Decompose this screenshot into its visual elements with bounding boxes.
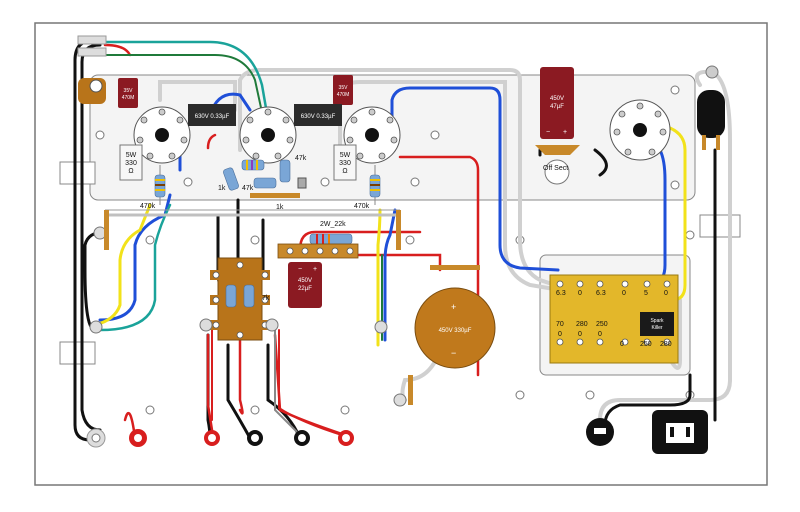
pilot-lamp xyxy=(705,65,719,79)
svg-text:+: + xyxy=(451,302,456,312)
svg-text:0: 0 xyxy=(578,290,582,297)
svg-text:470k: 470k xyxy=(140,203,156,210)
resistor-470k-right: 470k xyxy=(354,165,381,210)
side-tab-right xyxy=(699,214,741,238)
svg-text:Off Sect: Off Sect xyxy=(543,165,568,172)
cap-small-left: 35V 470M xyxy=(118,78,138,108)
tb-top-row: 6.3 0 6.3 0 5 0 xyxy=(556,290,668,297)
svg-text:6.3: 6.3 xyxy=(596,290,606,297)
svg-text:47µF: 47µF xyxy=(550,104,564,110)
svg-text:1k: 1k xyxy=(218,185,226,192)
resistor-1k-a: 1k xyxy=(218,167,239,192)
svg-text:5W: 5W xyxy=(340,152,351,159)
tb-bot-row: 0 0 0 0 250 280 xyxy=(558,331,672,348)
resistor-47k-a: 47k xyxy=(241,159,265,192)
svg-text:0: 0 xyxy=(664,290,668,297)
svg-text:−: − xyxy=(451,348,456,358)
teal-wires xyxy=(98,40,277,332)
power-terminal-board: 6.3 0 6.3 0 5 0 70 280 250 0 0 0 0 250 2… xyxy=(549,274,679,364)
side-tab-left xyxy=(59,161,96,185)
pot-bracket xyxy=(250,193,300,198)
cap-450v-22uf: 450V 22µF − + xyxy=(288,262,322,308)
resistor-1k-b: 1k xyxy=(253,177,284,211)
svg-text:470M: 470M xyxy=(337,92,350,98)
svg-text:35V: 35V xyxy=(339,85,349,91)
svg-text:0: 0 xyxy=(578,331,582,338)
svg-text:5W: 5W xyxy=(126,152,137,159)
iec-power-inlet xyxy=(652,410,708,454)
svg-text:250: 250 xyxy=(596,321,608,328)
svg-text:330: 330 xyxy=(125,160,137,167)
resistor-5w-right: 5W 330 Ω xyxy=(333,144,357,181)
svg-text:0: 0 xyxy=(598,331,602,338)
svg-text:7k: 7k xyxy=(262,295,270,302)
svg-text:630V 0.33µF: 630V 0.33µF xyxy=(301,114,336,120)
svg-text:Ω: Ω xyxy=(128,168,133,175)
cap-mount-clip xyxy=(430,265,480,270)
resistor-470k-left: 470k xyxy=(140,165,166,210)
speaker-jacks xyxy=(204,430,354,446)
svg-text:47k: 47k xyxy=(295,155,307,162)
svg-text:35V: 35V xyxy=(124,88,134,94)
resistor-5w-left: 5W 330 Ω xyxy=(119,144,143,181)
svg-text:0: 0 xyxy=(558,331,562,338)
cap-450v-330uf: 450V 330µF + − xyxy=(414,287,496,369)
ground-post xyxy=(586,418,614,446)
svg-text:+: + xyxy=(313,266,317,273)
svg-text:+: + xyxy=(563,129,567,136)
input-jacks xyxy=(86,428,147,448)
svg-text:2W_22k: 2W_22k xyxy=(320,221,346,228)
svg-text:47k: 47k xyxy=(242,185,254,192)
tube-socket-rectifier xyxy=(609,99,671,161)
small-strip-holes xyxy=(286,247,354,255)
svg-text:330: 330 xyxy=(339,160,351,167)
svg-text:470k: 470k xyxy=(354,203,370,210)
mount-holes xyxy=(95,85,695,415)
yellow-wires xyxy=(93,123,687,347)
svg-text:450V: 450V xyxy=(550,96,564,102)
svg-text:0: 0 xyxy=(620,341,624,348)
terminal-board-cathode: 7k xyxy=(210,257,270,341)
svg-text:0: 0 xyxy=(622,290,626,297)
cap-film-right: 630V 0.33µF xyxy=(294,104,342,126)
tb-mid-row: 70 280 250 xyxy=(556,321,608,328)
orange-clips xyxy=(104,210,413,405)
svg-text:5: 5 xyxy=(644,290,648,297)
svg-text:70: 70 xyxy=(556,321,564,328)
svg-text:6.3: 6.3 xyxy=(556,290,566,297)
svg-text:22µF: 22µF xyxy=(298,286,312,292)
svg-text:280: 280 xyxy=(576,321,588,328)
svg-text:280: 280 xyxy=(660,341,672,348)
svg-text:Spark: Spark xyxy=(650,318,664,324)
cap-450v-47uf: 450V 47µF − + xyxy=(535,67,580,155)
tube-socket-v1 xyxy=(133,106,191,164)
svg-text:1k: 1k xyxy=(276,204,284,211)
resistor-47k-b: 47k xyxy=(279,155,307,183)
svg-text:470M: 470M xyxy=(122,95,135,101)
svg-text:630V 0.33µF: 630V 0.33µF xyxy=(195,114,230,120)
svg-text:Ω: Ω xyxy=(342,168,347,175)
tube-socket-v3 xyxy=(343,106,401,164)
ground-lug xyxy=(297,177,307,189)
svg-text:250: 250 xyxy=(640,341,652,348)
svg-text:−: − xyxy=(546,129,550,136)
fuse-holder xyxy=(697,90,725,150)
svg-text:Killer: Killer xyxy=(651,325,662,331)
cap-film-left: 630V 0.33µF xyxy=(188,104,236,126)
svg-text:−: − xyxy=(298,266,302,273)
tube-socket-v2 xyxy=(239,106,297,164)
side-tab-left-2 xyxy=(59,341,96,365)
svg-text:450V: 450V xyxy=(298,278,312,284)
svg-text:450V 330µF: 450V 330µF xyxy=(439,328,472,334)
resistor-2w-22k: 2W_22k xyxy=(309,221,353,245)
cap-small-right: 35V 470M xyxy=(333,75,353,105)
input-volume-pot xyxy=(77,35,107,104)
wire-terminals xyxy=(89,226,407,407)
spark-killer: Spark Killer xyxy=(640,312,674,336)
power-switch: Off Sect xyxy=(543,159,570,185)
